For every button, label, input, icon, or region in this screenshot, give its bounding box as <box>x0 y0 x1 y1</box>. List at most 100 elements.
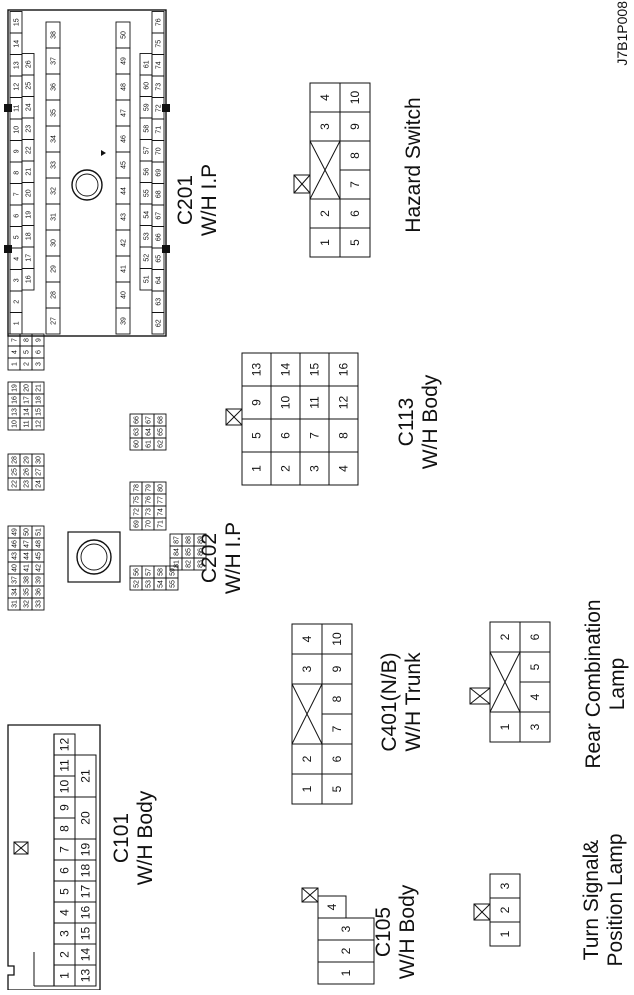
c202-pin-67: 67 <box>141 413 155 427</box>
rear-lock-tab <box>469 687 491 705</box>
svg-text:41: 41 <box>24 564 31 572</box>
c201-pin-27: 27 <box>45 307 61 335</box>
svg-text:15: 15 <box>14 18 21 26</box>
c101-pin-2: 2 <box>53 943 76 966</box>
svg-text:65: 65 <box>158 428 165 436</box>
c202-pin-64: 64 <box>141 425 155 439</box>
svg-text:59: 59 <box>170 568 177 576</box>
c201-pin-6: 6 <box>9 204 23 227</box>
image-code: J7B1P008 <box>614 1 630 66</box>
svg-text:14: 14 <box>24 408 31 416</box>
svg-text:69: 69 <box>134 520 141 528</box>
c201-pin-40: 40 <box>115 281 131 309</box>
svg-text:43: 43 <box>121 213 128 221</box>
c202-pin-29: 29 <box>19 453 33 467</box>
c201-pin-14: 14 <box>9 32 23 55</box>
c202-pin-16: 16 <box>7 393 21 407</box>
c101-pin-17: 17 <box>74 880 97 903</box>
svg-text:9: 9 <box>58 804 72 811</box>
svg-text:37: 37 <box>51 57 58 65</box>
c202-pin-36: 36 <box>31 585 45 599</box>
svg-text:32: 32 <box>24 600 31 608</box>
rear-pin-2: 2 <box>489 621 521 653</box>
c101-pin-7: 7 <box>53 838 76 861</box>
svg-text:26: 26 <box>26 60 33 68</box>
svg-text:59: 59 <box>144 103 151 111</box>
c202-pin-19: 19 <box>7 381 21 395</box>
c202-pin-85: 85 <box>181 545 195 559</box>
c202-pin-76: 76 <box>141 493 155 507</box>
svg-text:4: 4 <box>14 257 21 261</box>
svg-text:49: 49 <box>12 528 19 536</box>
c201-pin-50: 50 <box>115 21 131 49</box>
c201-pin-19: 19 <box>21 203 35 226</box>
c202-pin-21: 21 <box>31 381 45 395</box>
svg-text:18: 18 <box>26 232 33 240</box>
c201-lock-tab-right <box>4 104 12 112</box>
c101-pin-11: 11 <box>53 754 76 777</box>
svg-text:13: 13 <box>12 408 19 416</box>
svg-text:3: 3 <box>528 723 542 730</box>
svg-text:74: 74 <box>156 61 163 69</box>
svg-text:3: 3 <box>339 925 353 932</box>
svg-text:1: 1 <box>318 239 332 246</box>
c202-pin-52: 52 <box>129 577 143 591</box>
c401-pin-2: 2 <box>291 743 323 775</box>
c202-pin-55: 55 <box>165 577 179 591</box>
c201-pin-35: 35 <box>45 99 61 127</box>
c202-pin-82: 82 <box>181 557 195 571</box>
svg-text:12: 12 <box>36 420 43 428</box>
c201-pin-54: 54 <box>139 203 153 226</box>
svg-text:54: 54 <box>144 211 151 219</box>
svg-text:81: 81 <box>174 560 181 568</box>
c101-pin-3: 3 <box>53 922 76 945</box>
turn-pin-1: 1 <box>489 921 521 947</box>
c202-pin-14: 14 <box>19 405 33 419</box>
svg-text:44: 44 <box>24 552 31 560</box>
c201-pin-26: 26 <box>21 53 35 76</box>
svg-text:12: 12 <box>337 396 351 410</box>
c101-pin-18: 18 <box>74 859 97 882</box>
svg-text:2: 2 <box>300 755 314 762</box>
svg-text:48: 48 <box>36 540 43 548</box>
c202-pin-48: 48 <box>31 537 45 551</box>
svg-text:10: 10 <box>12 420 19 428</box>
svg-text:47: 47 <box>24 540 31 548</box>
svg-text:1: 1 <box>498 930 512 937</box>
c101-pin-14: 14 <box>74 943 97 966</box>
svg-text:53: 53 <box>144 232 151 240</box>
c201-pin-69: 69 <box>151 161 165 184</box>
svg-text:5: 5 <box>348 239 362 246</box>
svg-text:18: 18 <box>79 864 93 878</box>
c202-pin-11: 11 <box>19 417 33 431</box>
c202-pin-23: 23 <box>19 477 33 491</box>
c201-pin-52: 52 <box>139 246 153 269</box>
c201-lock-tab-right-b <box>162 104 170 112</box>
c201-pin-59: 59 <box>139 96 153 119</box>
svg-text:23: 23 <box>24 480 31 488</box>
svg-text:64: 64 <box>156 276 163 284</box>
svg-text:7: 7 <box>14 192 21 196</box>
svg-text:64: 64 <box>146 428 153 436</box>
c201-pin-63: 63 <box>151 290 165 313</box>
c202-pin-66: 66 <box>129 413 143 427</box>
c113-pin-10: 10 <box>270 385 301 420</box>
c401-pin-5: 5 <box>321 773 353 805</box>
svg-text:88: 88 <box>186 536 193 544</box>
c201-pin-34: 34 <box>45 125 61 153</box>
c201-pin-71: 71 <box>151 118 165 141</box>
c201-pin-62: 62 <box>151 312 165 335</box>
svg-text:6: 6 <box>330 755 344 762</box>
c113-pin-13: 13 <box>241 352 272 387</box>
c201-pin-58: 58 <box>139 117 153 140</box>
c201-pin-57: 57 <box>139 139 153 162</box>
svg-text:9: 9 <box>36 338 43 342</box>
c202-pin-12: 12 <box>31 417 45 431</box>
svg-text:30: 30 <box>36 456 43 464</box>
svg-text:19: 19 <box>26 211 33 219</box>
svg-text:67: 67 <box>156 212 163 220</box>
svg-text:3: 3 <box>14 278 21 282</box>
c401-harness: W/H Trunk <box>402 652 425 752</box>
svg-text:30: 30 <box>51 239 58 247</box>
